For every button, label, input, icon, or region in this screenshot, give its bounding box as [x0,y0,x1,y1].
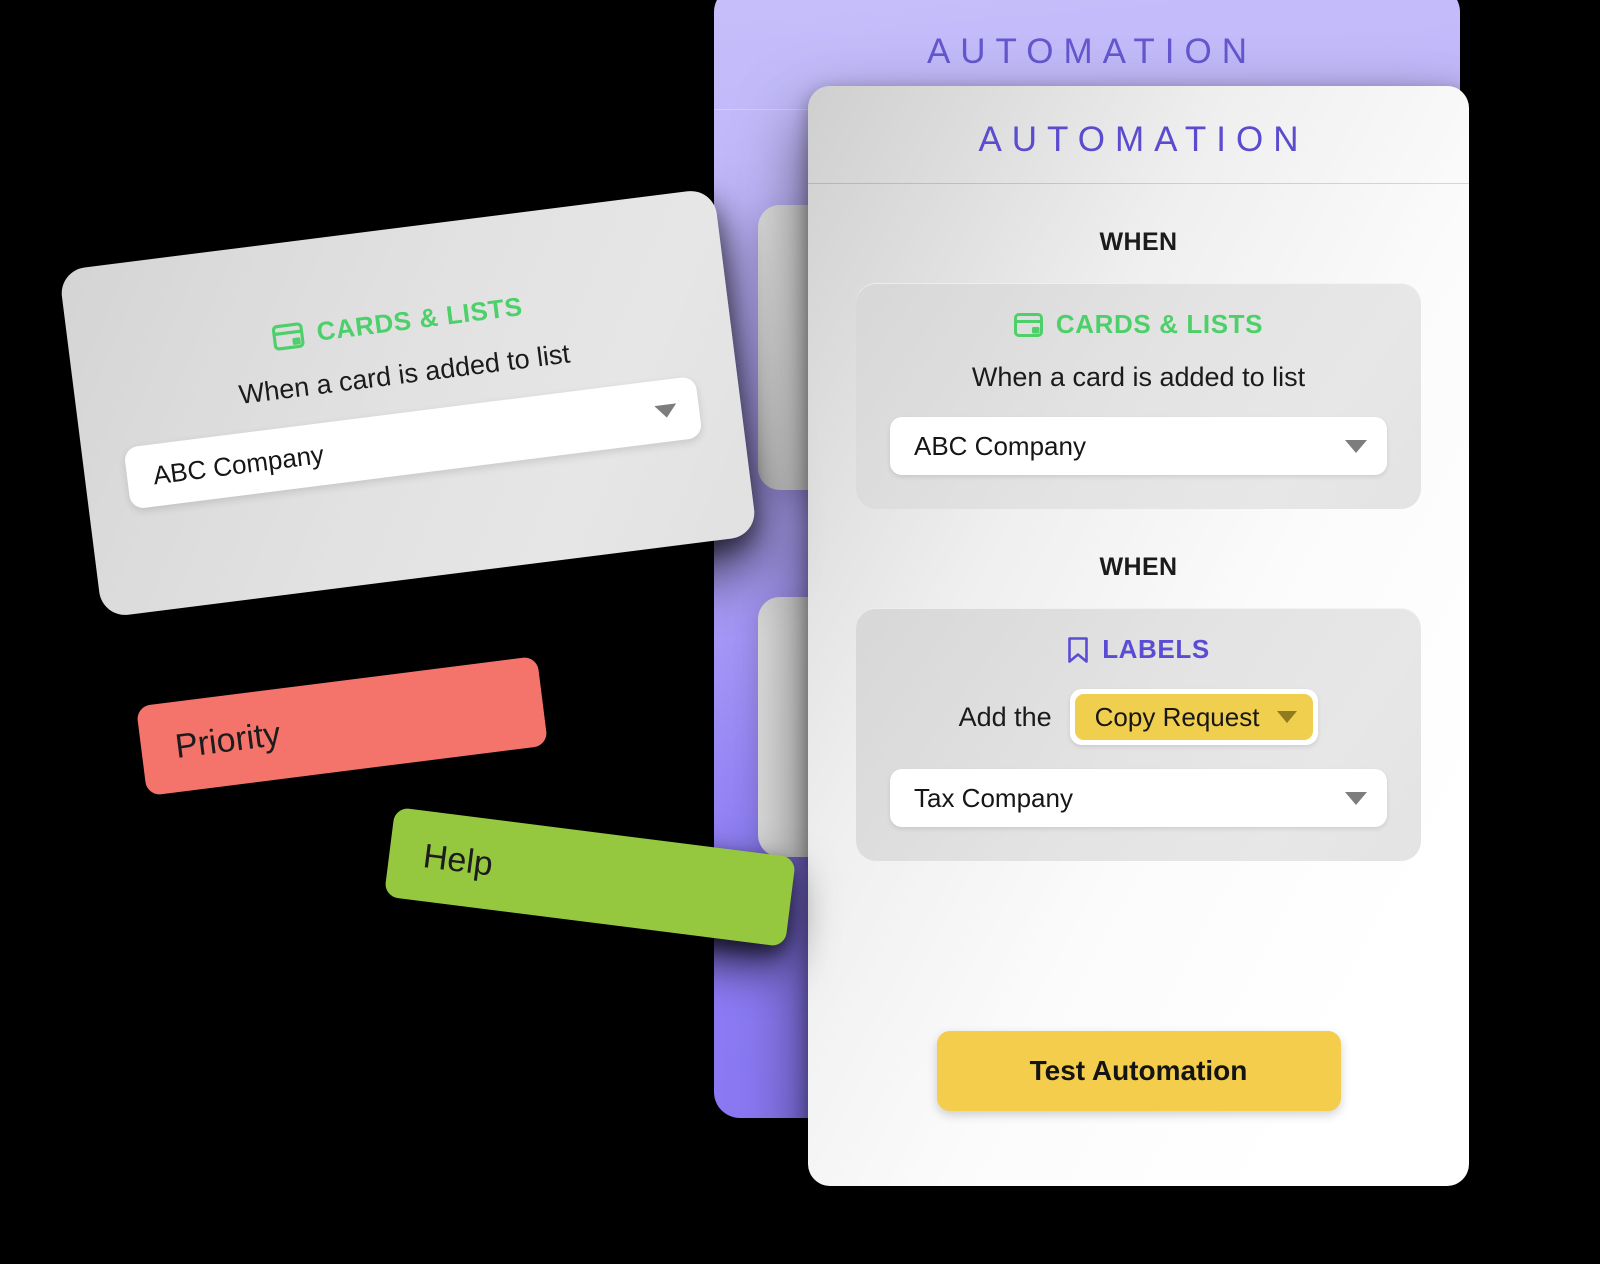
action-list-select-value: Tax Company [914,782,1073,813]
action-row: Add the Copy Request [890,689,1387,745]
action-prefix-text: Add the [958,701,1052,732]
label-chip-select[interactable]: Copy Request [1074,694,1314,740]
chevron-down-icon [1345,791,1367,805]
floating-category-label: CARDS & LISTS [314,291,525,347]
when-label-action: WHEN [1099,553,1178,581]
bookmark-icon [1067,636,1089,664]
floating-trigger-card: CARDS & LISTS When a card is added to li… [58,188,758,618]
automation-panel: AUTOMATION WHEN CARDS & LISTS When a car… [808,86,1469,1186]
trigger-list-select[interactable]: ABC Company [890,417,1387,475]
action-rule-card: LABELS Add the Copy Request Tax Company [856,608,1421,861]
trigger-rule-card: CARDS & LISTS When a card is added to li… [856,283,1421,509]
action-category-label: LABELS [1102,634,1210,664]
background-panel-title: AUTOMATION [926,32,1258,71]
chevron-down-icon [654,402,678,419]
cards-and-lists-icon [1013,312,1043,337]
action-category-row: LABELS [890,634,1387,665]
automation-panel-title: AUTOMATION [978,120,1309,159]
action-list-select[interactable]: Tax Company [890,769,1387,827]
chevron-down-icon [1345,439,1367,453]
label-chip-select-wrap[interactable]: Copy Request [1069,689,1319,745]
automation-panel-header: AUTOMATION [808,86,1469,184]
trigger-category-label: CARDS & LISTS [1055,309,1264,339]
when-label-trigger: WHEN [1099,228,1178,256]
floating-label-priority[interactable]: Priority [135,656,549,796]
trigger-sentence: When a card is added to list [971,362,1306,392]
trigger-list-select-value: ABC Company [914,430,1086,461]
automation-header-divider [808,183,1469,184]
cards-and-lists-icon [272,321,306,351]
test-automation-button[interactable]: Test Automation [936,1031,1341,1111]
chevron-down-icon [1277,711,1298,723]
trigger-category-row: CARDS & LISTS [890,309,1387,340]
floating-category-row: CARDS & LISTS [68,265,727,378]
label-chip-value: Copy Request [1094,701,1260,732]
